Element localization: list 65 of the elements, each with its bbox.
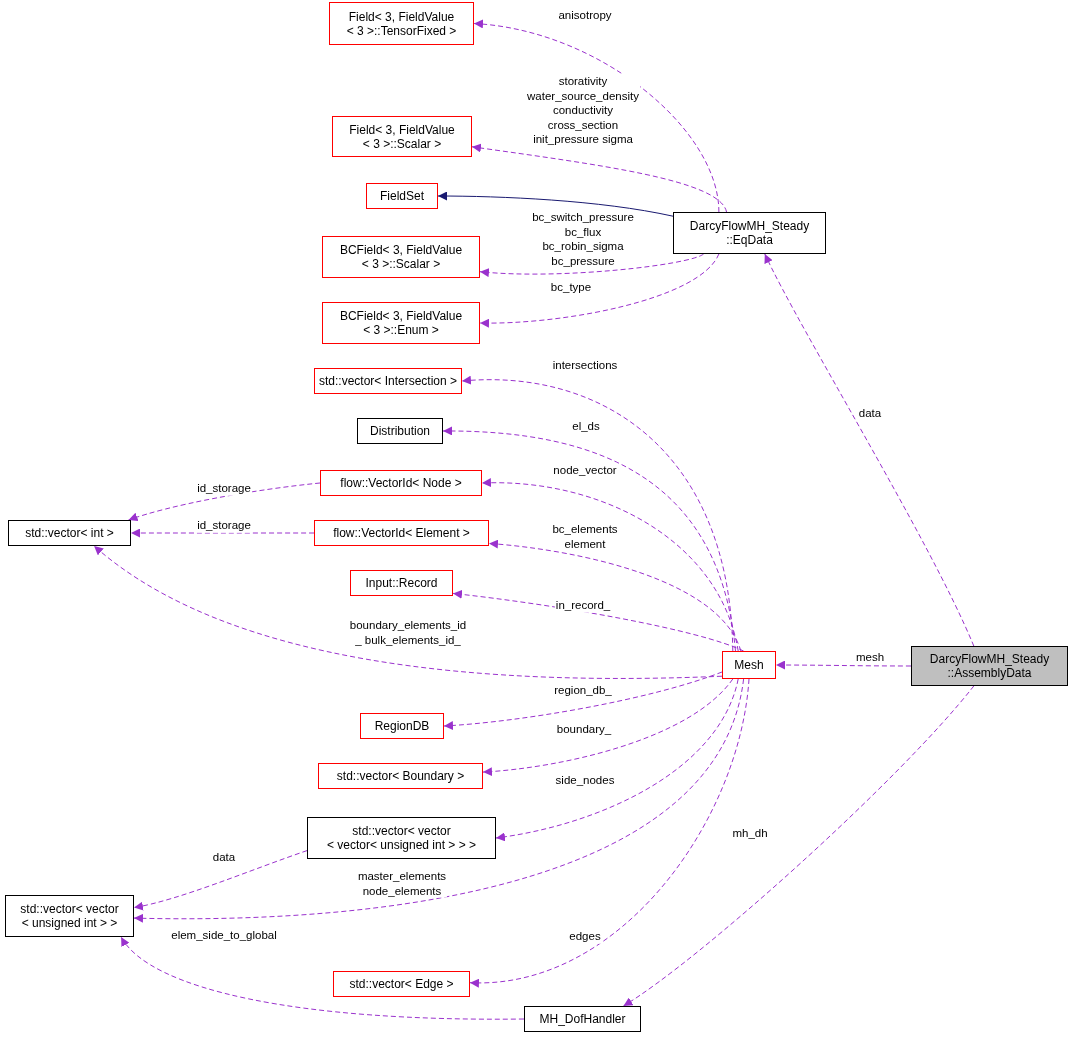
class-box	[360, 713, 444, 739]
class-box	[911, 646, 1068, 686]
class-box	[314, 520, 489, 546]
class-box	[314, 368, 462, 394]
class-name: MH_DofHandler	[539, 1012, 626, 1026]
arrow	[461, 376, 734, 652]
class-box	[320, 470, 482, 496]
class-box	[524, 1006, 641, 1032]
class-name: std::vector< Edge >	[349, 977, 454, 991]
arrow	[622, 685, 975, 1007]
class-name: BCField< 3, FieldValue < 3 >::Enum >	[339, 309, 463, 337]
class-box	[322, 302, 480, 344]
class-name: flow::VectorId< Element >	[333, 526, 470, 540]
class-box	[366, 183, 438, 209]
class-box	[5, 895, 134, 937]
class-box	[350, 570, 453, 596]
class-box	[333, 971, 470, 997]
class-name: Field< 3, FieldValue < 3 >::Scalar >	[349, 122, 455, 151]
class-name: Distribution	[370, 424, 430, 438]
arrow	[130, 528, 315, 538]
arrow	[442, 426, 736, 652]
class-name: std::vector< Intersection >	[318, 374, 458, 388]
class-name: Field< 3, FieldValue < 3 >::TensorFixed >	[346, 9, 457, 38]
edge-label: storativity water_source_density conductivity cross_section init_pressure sigma	[526, 73, 640, 147]
arrow	[482, 678, 734, 776]
arrow	[120, 936, 525, 1020]
arrow	[133, 850, 308, 911]
arrow	[93, 545, 723, 679]
class-box	[318, 763, 483, 789]
class-name: std::vector< int >	[25, 526, 114, 540]
arrow	[469, 678, 750, 987]
edge-label: bc_switch_pressure bc_flux bc_robin_sigma bc_pressure	[531, 210, 635, 268]
class-name: std::vector< vector < unsigned int > >	[20, 902, 119, 930]
arrow	[479, 253, 720, 328]
class-name: BCField< 3, FieldValue < 3 >::Scalar >	[339, 243, 463, 271]
class-name: Input::Record	[365, 576, 438, 590]
class-box	[8, 520, 131, 546]
class-name: flow::VectorId< Node >	[340, 476, 462, 490]
arrow	[775, 660, 912, 670]
class-name: FieldSet	[380, 189, 424, 203]
class-name: std::vector< vector < vector< unsigned int > > >	[326, 824, 477, 852]
class-name: DarcyFlowMH_Steady ::EqData	[689, 219, 810, 247]
class-name: DarcyFlowMH_Steady ::AssemblyData	[929, 652, 1050, 680]
class-name: std::vector< Boundary >	[336, 769, 465, 783]
arrow	[488, 539, 742, 652]
arrow	[495, 678, 739, 842]
class-box	[357, 418, 443, 444]
class-name: Mesh	[734, 658, 764, 672]
class-box	[307, 817, 496, 859]
class-box	[329, 2, 474, 45]
arrow	[443, 671, 723, 730]
arrow	[133, 678, 745, 923]
class-box	[722, 651, 776, 679]
arrow	[764, 253, 975, 647]
class-box	[332, 116, 472, 157]
arrow	[479, 253, 705, 277]
arrow	[437, 191, 674, 217]
arrow	[452, 589, 745, 652]
arrow	[471, 143, 728, 213]
class-name: RegionDB	[374, 719, 430, 733]
arrow	[481, 478, 739, 652]
class-box	[322, 236, 480, 278]
class-box	[673, 212, 826, 254]
arrow	[473, 20, 720, 213]
arrow	[128, 482, 321, 522]
